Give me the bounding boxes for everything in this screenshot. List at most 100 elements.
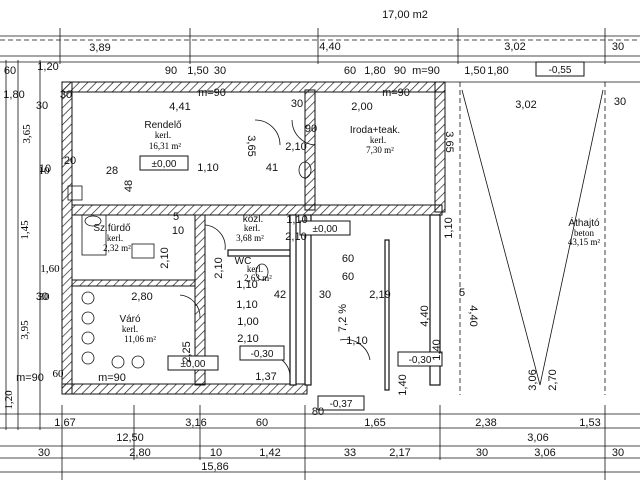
bottom-dim1-6: 1,53 [579, 417, 600, 429]
interior-mark: 2,80 [131, 291, 152, 303]
room-name: Sz.fürdő [93, 223, 131, 234]
interior-mark: 2,70 [547, 369, 559, 390]
bottom-dim3-5: 33 [344, 447, 356, 459]
level-mark-4: -0,30 [251, 349, 274, 360]
interior-mark: 80 [312, 406, 324, 418]
top-side-mark-11: m=90 [412, 65, 440, 77]
bottom-dim1-3: 60 [256, 417, 268, 429]
interior-mark: 28 [106, 165, 118, 177]
interior-mark: 7,2 % [337, 304, 349, 332]
bottom-dim2-2: 3,06 [527, 432, 548, 444]
top-side-mark-6: 1,50 [187, 65, 208, 77]
interior-mark: m=90 [98, 372, 126, 384]
bottom-dim3-3: 10 [210, 447, 222, 459]
room-area: 7,30 m² [366, 145, 394, 155]
interior-mark: 1,10 [443, 217, 455, 238]
bottom-dim3-6: 2,17 [389, 447, 410, 459]
level-box-4 [239, 345, 285, 361]
outer-walls [61, 81, 446, 395]
bottom-dim3-1: 30 [38, 447, 50, 459]
top-side-mark-10: 1,80 [364, 65, 385, 77]
bottom-dim3-8: 3,06 [534, 447, 555, 459]
left-dim-6: 3,95 [19, 320, 31, 340]
interior-mark: 41 [266, 162, 278, 174]
waiting-room-chairs [81, 291, 145, 369]
left-dimension-lines [5, 60, 41, 430]
room-name: Rendelő [144, 120, 182, 131]
top-partial-label: 17,00 m2 [382, 9, 428, 21]
interior-mark: m=90 [16, 372, 44, 384]
interior-mark: 2,25 [181, 341, 193, 362]
room-wc: WC kerl. 2,63 m² [235, 256, 272, 283]
interior-mark: 4,40 [419, 305, 431, 326]
room-type: kerl. [122, 324, 138, 334]
top-dim2-1: 30 [36, 100, 48, 112]
top-side-mark-14: 1,80 [487, 65, 508, 77]
interior-mark: 60 [342, 253, 354, 265]
room-name: Váró [119, 314, 141, 325]
interior-mark: 5 [459, 287, 465, 299]
interior-mark: 1,10 [346, 335, 367, 347]
interior-mark: 1,37 [255, 371, 276, 383]
room-area: 2,32 m² [103, 243, 131, 253]
bottom-dim4-1: 15,86 [201, 461, 229, 473]
room-szfurdo: Sz.fürdő kerl. 2,32 m² [93, 223, 131, 253]
left-dim-4: 1,60 [40, 263, 60, 275]
room-area: 2,63 m² [244, 273, 272, 283]
left-dim-8: 1,20 [3, 390, 15, 410]
level-mark-6: -0,37 [330, 399, 353, 410]
bottom-dim1-2: 3,16 [185, 417, 206, 429]
bathroom-fixtures [67, 161, 312, 281]
room-area: 43,15 m² [568, 237, 601, 247]
interior-mark: 3,65 [443, 131, 455, 152]
top-dim-3: 3,02 [504, 41, 525, 53]
interior-mark: 2,10 [285, 231, 306, 243]
bottom-dim1-5: 2,38 [475, 417, 496, 429]
interior-marks: 90 2,10 1,10 3,65 3,65 41 28 48 10 20 5 … [16, 123, 559, 418]
left-dim-1: 3,65 [21, 124, 33, 144]
room-rendelo: Rendelő kerl. 16,31 m² [144, 120, 182, 151]
room-kozl: közl. kerl. 3,68 m² [236, 214, 264, 243]
interior-mark: 5 [173, 211, 179, 223]
left-dim-2: 10 [39, 165, 51, 177]
level-box-2 [299, 220, 351, 236]
top-side-mark-13: 1,50 [464, 65, 485, 77]
room-name: Áthajtó [568, 216, 600, 229]
top-dim-2: 4,40 [319, 41, 340, 53]
room-varo: Váró kerl. 11,06 m² [119, 314, 156, 344]
top-side-mark-8: 30 [291, 98, 303, 110]
interior-mark: 4,40 [467, 305, 479, 326]
level-box-3 [167, 355, 219, 371]
top-side-mark-2: 1,20 [37, 61, 58, 73]
bottom-dim3-4: 1,42 [259, 447, 280, 459]
interior-mark: 30 [36, 291, 48, 303]
interior-mark: 10 [39, 163, 51, 175]
interior-mark: 1,10 [197, 162, 218, 174]
room-type: kerl. [244, 223, 260, 233]
interior-mark: 2,10 [237, 333, 258, 345]
interior-mark: 1,00 [237, 316, 258, 328]
room-area: 11,06 m² [124, 334, 156, 344]
bottom-dim3-7: 30 [476, 447, 488, 459]
driveway-outline [445, 81, 640, 395]
room-athajto: Áthajtó beton 43,15 m² [568, 216, 601, 247]
room-type: beton [574, 228, 594, 238]
interior-mark: 90 [305, 123, 317, 135]
bottom-dim2-1: 12,50 [116, 432, 144, 444]
bottom-dim3-2: 2,80 [129, 447, 150, 459]
interior-mark: 2,10 [285, 141, 306, 153]
level-mark-2: ±0,00 [313, 224, 338, 235]
interior-mark: 2,19 [369, 289, 390, 301]
left-dim-7: 60 [53, 368, 65, 380]
room-iroda: Iroda+teak. kerl. 7,30 m² [350, 125, 400, 155]
top-dimension-lines [0, 28, 640, 64]
level-box-top-right [535, 61, 585, 77]
top-side-mark-1: 60 [4, 65, 16, 77]
level-box-1 [139, 155, 189, 171]
top-dim2-7: 30 [614, 96, 626, 108]
top-side-mark-7: 30 [214, 65, 226, 77]
top-dim-4: 30 [612, 41, 624, 53]
interior-mark: 1,10 [236, 299, 257, 311]
top-side-mark-5: 90 [165, 65, 177, 77]
